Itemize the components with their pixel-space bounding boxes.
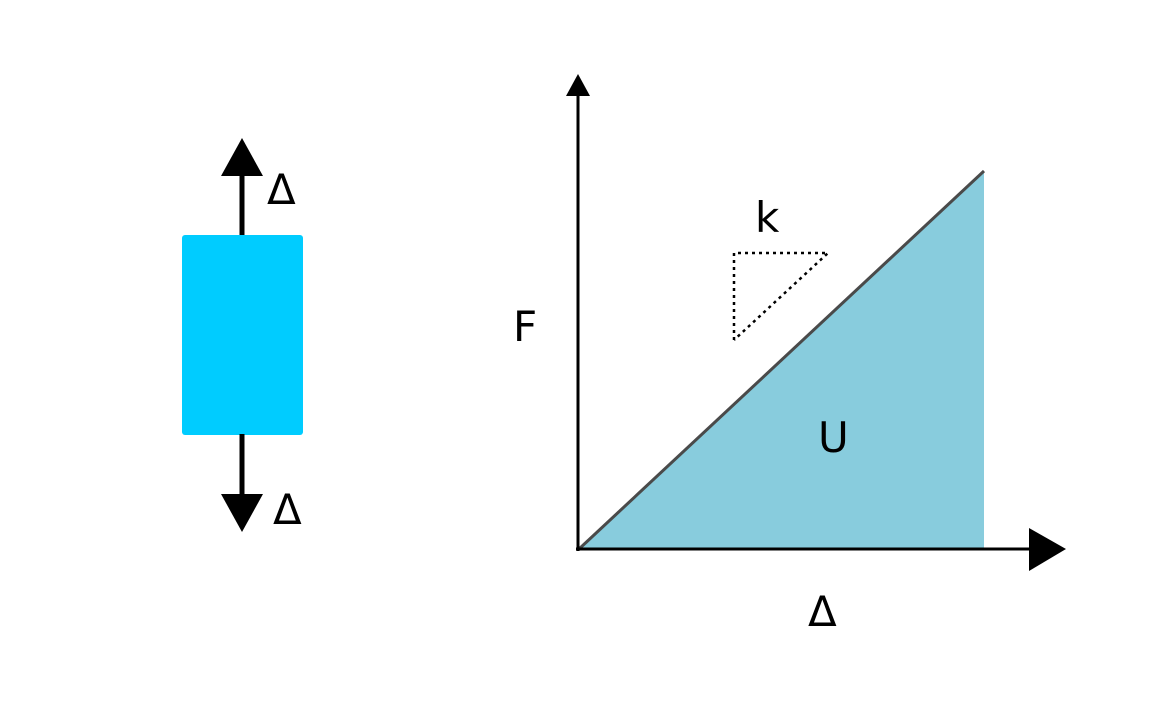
bottom-force-arrowhead [221,494,263,532]
specimen-block [182,235,303,435]
y-axis-arrowhead [566,74,590,96]
x-axis-arrowhead [1029,528,1066,571]
energy-label: U [818,413,849,462]
delta-top-label: Δ [267,165,296,214]
displacement-axis-label: Δ [808,587,837,636]
stiffness-label: k [755,193,780,242]
force-axis-label: F [513,302,537,351]
specimen-group: Δ Δ [182,138,303,534]
force-displacement-plot: k F U Δ [513,74,1066,636]
load-line [577,169,986,551]
delta-bottom-label: Δ [273,485,302,534]
top-force-arrowhead [221,138,263,176]
stiffness-slope-triangle [732,251,832,341]
